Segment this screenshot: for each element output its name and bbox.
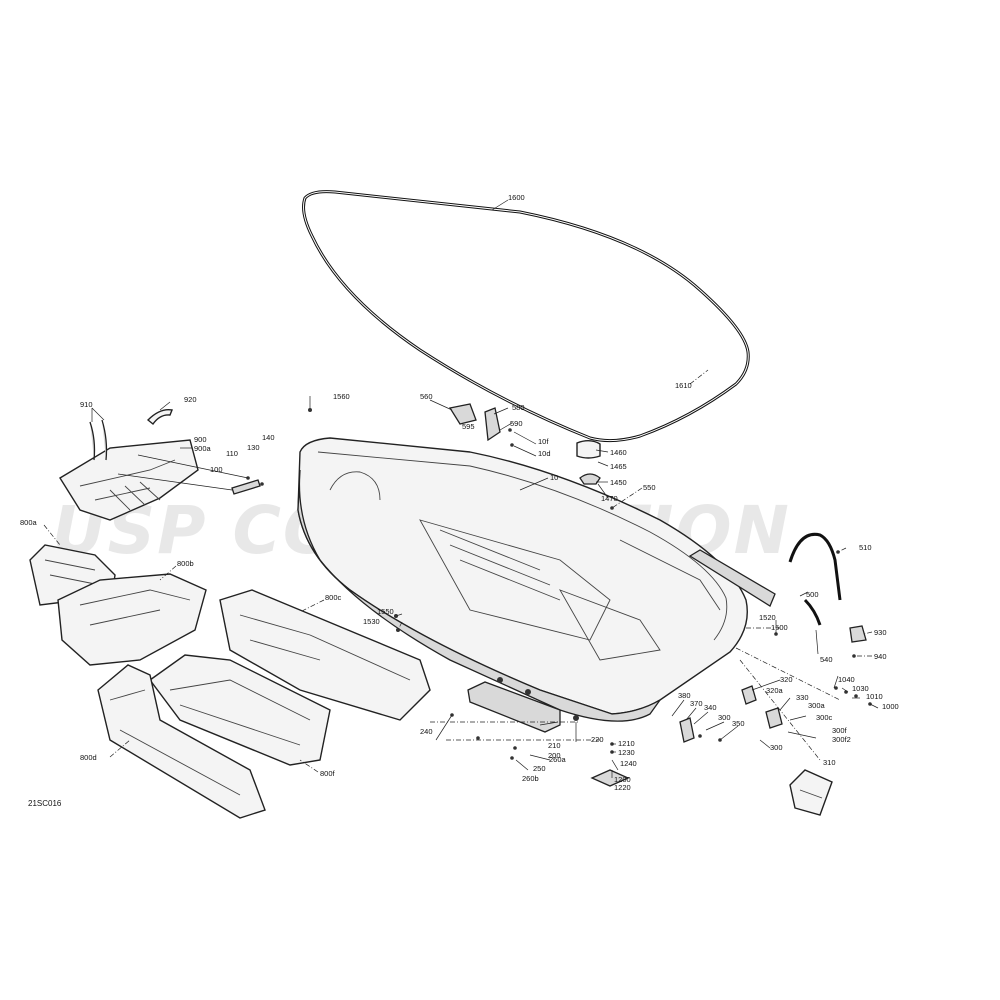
callout-1210: 1210 bbox=[618, 739, 635, 748]
callout-1000: 1000 bbox=[882, 702, 899, 711]
callout-540: 540 bbox=[820, 655, 833, 664]
callout-595: 595 bbox=[462, 422, 475, 431]
callout-110: 110 bbox=[226, 449, 238, 458]
tow-bar-500 bbox=[788, 532, 842, 626]
callout-130: 130 bbox=[247, 443, 260, 452]
callout-560: 560 bbox=[420, 392, 433, 401]
handle-bracket bbox=[789, 769, 833, 816]
callout-100: 100 bbox=[210, 465, 223, 474]
callout-200: 200 bbox=[548, 751, 561, 760]
callout-800a: 800a bbox=[20, 518, 38, 527]
callout-300-lower: 300 bbox=[718, 713, 731, 722]
leader-lines bbox=[43, 199, 879, 778]
callout-300: 300 bbox=[770, 743, 783, 752]
callout-920: 920 bbox=[184, 395, 197, 404]
callout-1550: 1550 bbox=[377, 607, 394, 616]
callout-800d: 800d bbox=[80, 753, 97, 762]
callout-590: 590 bbox=[510, 419, 523, 428]
callout-380: 380 bbox=[678, 691, 691, 700]
callout-1220: 1220 bbox=[614, 783, 631, 792]
callout-1560: 1560 bbox=[333, 392, 350, 401]
callout-300a: 300a bbox=[808, 701, 826, 710]
callout-910: 910 bbox=[80, 400, 93, 409]
callout-1520: 1520 bbox=[759, 613, 776, 622]
small-bracket-560 bbox=[448, 403, 501, 442]
hull-body bbox=[297, 437, 748, 722]
callout-900a: 900a bbox=[194, 444, 212, 453]
callout-240: 240 bbox=[420, 727, 433, 736]
liner-800f bbox=[149, 654, 331, 766]
callout-350: 350 bbox=[732, 719, 745, 728]
callout-300f: 300f bbox=[832, 726, 848, 735]
callout-300c: 300c bbox=[816, 713, 833, 722]
callout-580: 580 bbox=[512, 403, 525, 412]
callout-930: 930 bbox=[874, 628, 887, 637]
fasteners bbox=[231, 408, 872, 760]
diagram-code: 21SC016 bbox=[28, 799, 62, 808]
callout-550: 550 bbox=[643, 483, 656, 492]
gasket-seal bbox=[302, 190, 750, 443]
callout-1010: 1010 bbox=[866, 692, 883, 701]
callout-320: 320 bbox=[780, 675, 793, 684]
callout-1230: 1230 bbox=[618, 748, 635, 757]
callout-1470: 1470 bbox=[601, 494, 618, 503]
callout-900: 900 bbox=[194, 435, 207, 444]
callout-320a: 320a bbox=[766, 686, 784, 695]
liner-800d bbox=[97, 664, 266, 819]
callout-940: 940 bbox=[874, 652, 887, 661]
callout-1030: 1030 bbox=[852, 684, 869, 693]
callout-labels: 1600 1610 910 920 900 900a 800a 800b 800… bbox=[20, 193, 899, 792]
callout-1610: 1610 bbox=[675, 381, 692, 390]
callout-340: 340 bbox=[704, 703, 717, 712]
callout-1530: 1530 bbox=[363, 617, 380, 626]
callout-220: 220 bbox=[591, 735, 604, 744]
callout-10f: 10f bbox=[538, 437, 549, 446]
callout-1200: 1200 bbox=[614, 775, 631, 784]
callout-10: 10 bbox=[550, 473, 558, 482]
callout-300f2: 300f2 bbox=[832, 735, 851, 744]
callout-1460: 1460 bbox=[610, 448, 627, 457]
callout-10d: 10d bbox=[538, 449, 551, 458]
callout-800f: 800f bbox=[320, 769, 336, 778]
pad-1200 bbox=[590, 769, 630, 787]
callout-1600: 1600 bbox=[508, 193, 525, 202]
callout-330: 330 bbox=[796, 693, 809, 702]
callout-500: 500 bbox=[806, 590, 819, 599]
callout-800b: 800b bbox=[177, 559, 194, 568]
callout-1040: 1040 bbox=[838, 675, 855, 684]
callout-310: 310 bbox=[823, 758, 836, 767]
callout-1465: 1465 bbox=[610, 462, 627, 471]
callout-210: 210 bbox=[548, 741, 561, 750]
bottom-plate-210 bbox=[467, 681, 561, 733]
liner-800b bbox=[57, 573, 207, 666]
callout-250: 250 bbox=[533, 764, 546, 773]
callout-260a: 260a bbox=[549, 755, 567, 764]
callout-800c: 800c bbox=[325, 593, 342, 602]
side-vent-550 bbox=[688, 549, 776, 607]
callout-510: 510 bbox=[859, 543, 872, 552]
callout-1500: 1500 bbox=[771, 623, 788, 632]
cup-1460 bbox=[576, 440, 601, 485]
callout-1240: 1240 bbox=[620, 759, 637, 768]
latch-930 bbox=[849, 625, 867, 643]
callout-370: 370 bbox=[690, 699, 703, 708]
callout-260b: 260b bbox=[522, 774, 539, 783]
liner-800c bbox=[219, 589, 431, 721]
callout-140: 140 bbox=[262, 433, 275, 442]
callout-1450: 1450 bbox=[610, 478, 627, 487]
hinge-300 bbox=[679, 685, 783, 743]
